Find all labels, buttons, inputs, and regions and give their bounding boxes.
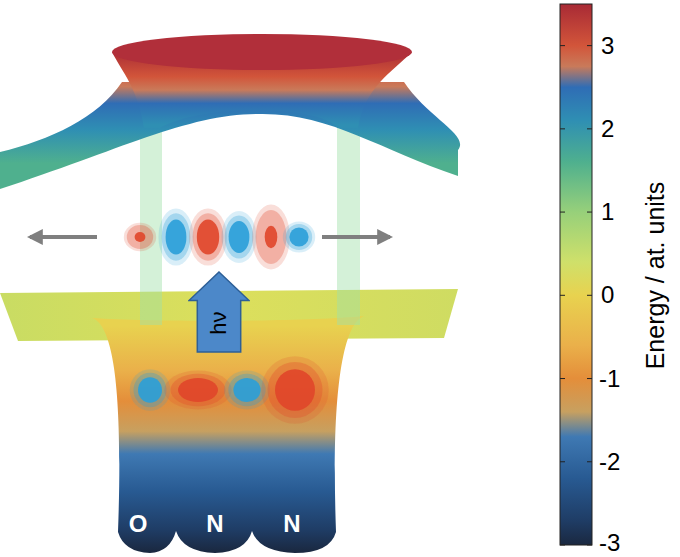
colorbar-tick-label: 3 bbox=[601, 34, 614, 58]
orbital-lobe bbox=[166, 219, 187, 254]
colorbar-tick-label: 2 bbox=[601, 117, 614, 141]
orbital-lobe bbox=[178, 378, 218, 402]
upper-surface-top bbox=[112, 34, 412, 70]
colorbar-tick bbox=[587, 545, 592, 546]
orbital-lobe-outer bbox=[124, 223, 156, 252]
atom-label: O bbox=[129, 512, 148, 536]
orbital-lobe bbox=[289, 227, 308, 246]
orbital-lobe bbox=[229, 221, 250, 253]
orbital-lobe-outer bbox=[221, 211, 256, 263]
colorbar-tick bbox=[587, 45, 592, 46]
orbital-lobe bbox=[265, 226, 278, 249]
orbital-lobe-outer bbox=[283, 221, 315, 252]
orbital-lobe bbox=[275, 369, 315, 411]
photon-arrow-body bbox=[189, 272, 249, 352]
orbital-lobe bbox=[197, 219, 219, 254]
orbital-lobe-outer bbox=[261, 356, 329, 424]
colorbar-tick bbox=[560, 545, 565, 546]
orbital-lobe-mid bbox=[162, 213, 191, 261]
colorbar-tick bbox=[587, 128, 592, 129]
colorbar-tick-label: 1 bbox=[601, 200, 614, 224]
colorbar-tick bbox=[560, 212, 565, 213]
orbital-lobe bbox=[233, 378, 260, 402]
orbital-lobe-mid bbox=[225, 215, 254, 258]
orbital-lobe-mid bbox=[256, 210, 287, 264]
colorbar-tick-label: -3 bbox=[599, 531, 620, 555]
atom-label: N bbox=[206, 512, 223, 536]
transition-pillar bbox=[337, 105, 360, 325]
colorbar-tick bbox=[587, 295, 592, 296]
colorbar-axis-title: Energy / at. units bbox=[643, 181, 668, 369]
orbital-lobe bbox=[138, 377, 162, 403]
photon-arrow: hν bbox=[188, 271, 250, 353]
orbital-lobe-outer bbox=[164, 371, 232, 410]
orbital-lobe bbox=[135, 232, 146, 242]
photon-label: hν bbox=[208, 311, 230, 334]
orbital-lobe-outer bbox=[189, 208, 227, 265]
colorbar-tick-label: -1 bbox=[599, 367, 620, 391]
dissociation-arrow bbox=[30, 235, 97, 239]
colorbar-tick bbox=[587, 212, 592, 213]
colorbar-tick bbox=[560, 295, 565, 296]
orbital-lobe-outer bbox=[130, 369, 171, 411]
colorbar-tick bbox=[560, 45, 565, 46]
orbital-lobe-mid bbox=[193, 213, 224, 261]
orbital-lobe-outer bbox=[158, 208, 193, 265]
orbital-lobe-mid bbox=[134, 373, 167, 408]
colorbar-tick bbox=[560, 378, 565, 379]
colorbar-tick bbox=[587, 461, 592, 462]
colorbar-tick-label: 0 bbox=[601, 283, 614, 307]
colorbar-tick-label: -2 bbox=[599, 450, 620, 474]
colorbar bbox=[560, 4, 592, 545]
orbital-lobe-mid bbox=[171, 374, 226, 406]
orbital-lobe-mid bbox=[268, 362, 323, 418]
dissociation-arrow bbox=[322, 235, 390, 239]
colorbar-tick bbox=[560, 128, 565, 129]
colorbar-tick bbox=[560, 461, 565, 462]
orbital-lobe-mid bbox=[127, 225, 153, 249]
atom-label: N bbox=[283, 512, 300, 536]
colorbar-tick bbox=[587, 378, 592, 379]
orbital-lobe-mid bbox=[228, 374, 265, 406]
orbital-lobe-mid bbox=[286, 224, 312, 250]
